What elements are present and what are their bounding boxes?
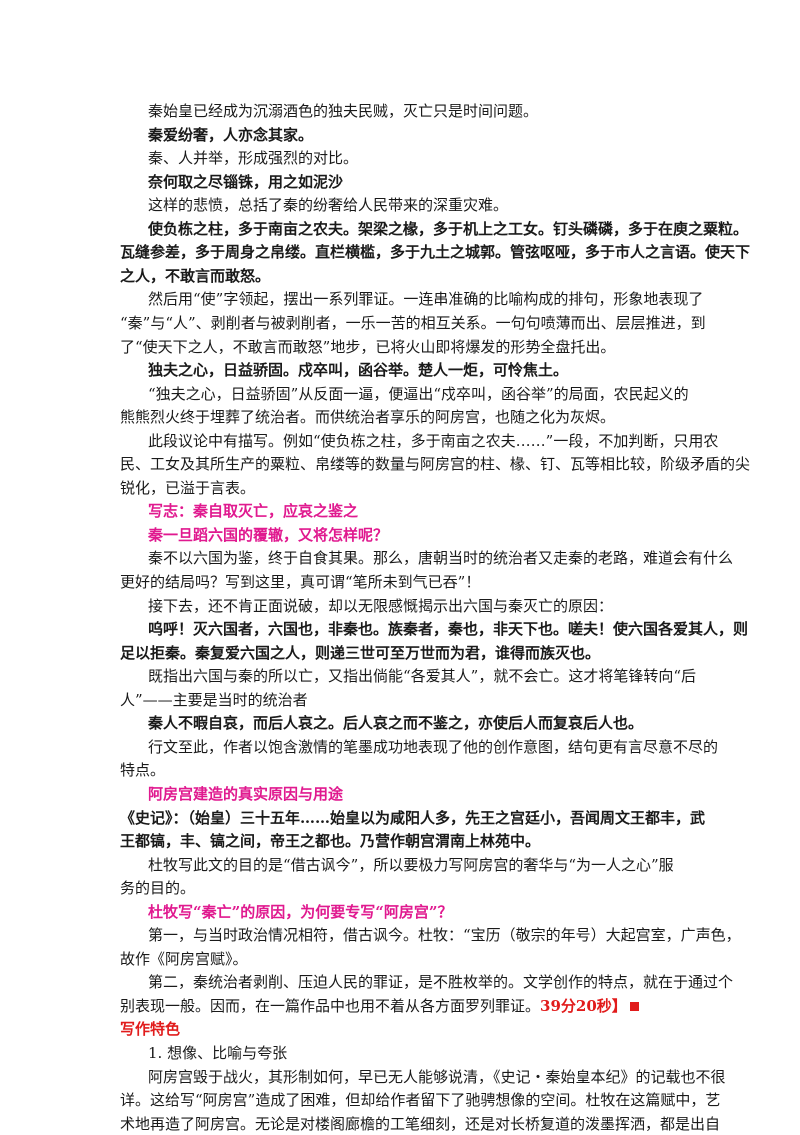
text-line: 既指出六国与秦的所以亡，又指出倘能“各爱其人”，就不会亡。这才将笔锋转向“后 <box>148 665 696 687</box>
line-text: 呜呼！灭六国者，六国也，非秦也。族秦者，秦也，非天下也。嗟夫！使六国各爱其人，则 <box>148 620 749 639</box>
line-text: 人”——主要是当时的统治者 <box>120 690 308 709</box>
line-text: 秦始皇已经成为沉溺酒色的独夫民贼，灭亡只是时间问题。 <box>148 102 539 120</box>
line-text: 使负栋之柱，多于南亩之农夫。架梁之椽，多于机上之工女。钉头磷磷，多于在庾之粟粒。 <box>148 219 749 238</box>
text-line: 术地再造了阿房宫。无论是对楼阁廊檐的工笔细刻，还是对长桥复道的泼墨挥洒，都是出自 <box>120 1113 720 1135</box>
text-line: 更好的结局吗？写到这里，真可谓“笔所未到气已吞”！ <box>120 571 690 593</box>
text-line: 接下去，还不肯正面说破，却以无限感慨揭示出六国与秦灭亡的原因： <box>148 595 690 617</box>
section-heading: 写作特色 <box>120 1018 690 1040</box>
line-text: 之人，不敢言而敢怒。 <box>120 266 271 285</box>
text-line: 秦、人并举，形成强烈的对比。 <box>148 147 690 169</box>
text-line: 秦始皇已经成为沉溺酒色的独夫民贼，灭亡只是时间问题。 <box>148 100 690 122</box>
line-text: “秦”与“人”、剥削者与被剥削者，一乐一苦的相互关系。一句句喷薄而出、层层推进，… <box>120 313 706 332</box>
line-text: 然后用“使”字领起，摆出一系列罪证。一连串准确的比喻构成的排句，形象地表现了 <box>148 290 704 309</box>
text-line: 人”——主要是当时的统治者 <box>120 689 690 711</box>
text-line: 呜呼！灭六国者，六国也，非秦也。族秦者，秦也，非天下也。嗟夫！使六国各爱其人，则 <box>148 618 748 640</box>
line-text: “独夫之心，日益骄固”从反面一逼，便逼出“戍卒叫，函谷举”的局面，农民起义的 <box>148 384 689 403</box>
line-text: 阿房宫建造的真实原因与用途 <box>148 784 344 803</box>
text-line: 奈何取之尽锱铢，用之如泥沙 <box>148 171 690 193</box>
line-text: 足以拒秦。秦复爱六国之人，则递三世可至万世而为君，谁得而族灭也。 <box>120 643 601 662</box>
text-line: 了“使天下之人，不敢言而敢怒”地步，已将火山即将爆发的形势全盘托出。 <box>120 336 690 358</box>
red-square-icon <box>629 1001 639 1011</box>
line-text: 锐化，已溢于言表。 <box>120 478 256 497</box>
section-heading: 阿房宫建造的真实原因与用途 <box>148 783 690 805</box>
line-text: 1. 想像、比喻与夸张 <box>148 1044 288 1062</box>
line-text: 这样的悲愤，总括了秦的纷奢给人民带来的深重灾难。 <box>148 196 509 215</box>
text-line: 秦人不暇自哀，而后人哀之。后人哀之而不鉴之，亦使后人而复哀后人也。 <box>148 712 690 734</box>
line-text: 了“使天下之人，不敢言而敢怒”地步，已将火山即将爆发的形势全盘托出。 <box>120 337 616 356</box>
line-text: 术地再造了阿房宫。无论是对楼阁廊檐的工笔细刻，还是对长桥复道的泼墨挥洒，都是出自 <box>120 1114 721 1133</box>
text-line: 独夫之心，日益骄固。戍卒叫，函谷举。楚人一炬，可怜焦土。 <box>148 359 690 381</box>
section-heading: 写志：秦自取灭亡，应哀之鉴之 <box>148 500 690 522</box>
line-text: 杜牧写“秦亡”的原因，为何要专写“阿房宫”？ <box>148 902 453 921</box>
text-line: 之人，不敢言而敢怒。 <box>120 265 690 287</box>
text-line: 详。这给写“阿房宫”造成了困难，但却给作者留下了驰骋想像的空间。杜牧在这篇赋中，… <box>120 1089 720 1111</box>
timestamp-marker: 39分20秒】 <box>540 996 627 1015</box>
line-text: 独夫之心，日益骄固。戍卒叫，函谷举。楚人一炬，可怜焦土。 <box>148 361 569 380</box>
text-line: 瓦缝参差，多于周身之帛缕。直栏横槛，多于九土之城郭。管弦呕哑，多于市人之言语。使… <box>120 241 750 263</box>
section-heading: 杜牧写“秦亡”的原因，为何要专写“阿房宫”？ <box>148 901 690 923</box>
text-line: 民、工女及其所生产的粟粒、帛缕等的数量与阿房宫的柱、椽、钉、瓦等相比较，阶级矛盾… <box>120 453 750 475</box>
line-text: 写志：秦自取灭亡，应哀之鉴之 <box>148 502 359 521</box>
text-line: 此段议论中有描写。例如“使负栋之柱，多于南亩之农夫……”一段，不加判断，只用农 <box>148 430 718 452</box>
text-line: 特点。 <box>120 759 690 781</box>
text-line: 秦不以六国为鉴，终于自食其果。那么，唐朝当时的统治者又走秦的老路，难道会有什么 <box>148 547 733 569</box>
line-text: 民、工女及其所生产的粟粒、帛缕等的数量与阿房宫的柱、椽、钉、瓦等相比较，阶级矛盾… <box>120 455 751 474</box>
text-line: 别表现一般。因而，在一篇作品中也用不着从各方面罗列罪证。39分20秒】 <box>120 995 690 1017</box>
line-text: 接下去，还不肯正面说破，却以无限感慨揭示出六国与秦灭亡的原因： <box>148 596 614 615</box>
line-text: 《史记》：（始皇）三十五年……始皇以为咸阳人多，先王之宫廷小，吾闻周文王都丰，武 <box>120 808 706 827</box>
text-line: 锐化，已溢于言表。 <box>120 477 690 499</box>
line-text: 特点。 <box>120 761 166 780</box>
line-text: 杜牧写此文的目的是“借古讽今”，所以要极力写阿房宫的奢华与“为一人之心”服 <box>148 855 674 874</box>
line-text: 秦一旦蹈六国的覆辙，又将怎样呢？ <box>148 525 389 544</box>
text-line: 故作《阿房宫赋》。 <box>120 948 690 970</box>
line-text: 第一，与当时政治情况相符，借古讽今。杜牧：“宝历（敬宗的年号）大起宫室，广声色， <box>148 926 741 945</box>
line-text: 故作《阿房宫赋》。 <box>120 949 248 968</box>
line-text: 奈何取之尽锱铢，用之如泥沙 <box>148 172 344 191</box>
text-line: 务的目的。 <box>120 877 690 899</box>
text-line: 秦爱纷奢，人亦念其家。 <box>148 124 690 146</box>
line-text: 熊熊烈火终于埋葬了统治者。而供统治者享乐的阿房宫，也随之化为灰烬。 <box>120 408 616 427</box>
line-text: 阿房宫毁于战火，其形制如何，早已无人能够说清，《史记・秦始皇本纪》的记载也不很 <box>148 1067 726 1086</box>
line-text: 第二，秦统治者剥削、压迫人民的罪证，是不胜枚举的。文学创作的特点，就在于通过个 <box>148 973 734 992</box>
text-line: 这样的悲愤，总括了秦的纷奢给人民带来的深重灾难。 <box>148 194 690 216</box>
text-line: 王都镐，丰、镐之间，帝王之都也。乃营作朝宫渭南上林苑中。 <box>120 830 690 852</box>
line-text: 写作特色 <box>120 1020 181 1039</box>
line-text: 既指出六国与秦的所以亡，又指出倘能“各爱其人”，就不会亡。这才将笔锋转向“后 <box>148 667 697 686</box>
section-heading: 秦一旦蹈六国的覆辙，又将怎样呢？ <box>148 524 690 546</box>
line-text: 秦不以六国为鉴，终于自食其果。那么，唐朝当时的统治者又走秦的老路，难道会有什么 <box>148 549 734 568</box>
line-text: 瓦缝参差，多于周身之帛缕。直栏横槛，多于九土之城郭。管弦呕哑，多于市人之言语。使… <box>120 243 751 262</box>
line-text: 更好的结局吗？写到这里，真可谓“笔所未到气已吞”！ <box>120 573 481 591</box>
text-line: 杜牧写此文的目的是“借古讽今”，所以要极力写阿房宫的奢华与“为一人之心”服 <box>148 854 690 876</box>
line-text: 此段议论中有描写。例如“使负栋之柱，多于南亩之农夫……”一段，不加判断，只用农 <box>148 431 719 450</box>
text-line: 1. 想像、比喻与夸张 <box>148 1042 690 1064</box>
text-line: 熊熊烈火终于埋葬了统治者。而供统治者享乐的阿房宫，也随之化为灰烬。 <box>120 406 690 428</box>
line-text: 务的目的。 <box>120 879 196 898</box>
text-line: 第一，与当时政治情况相符，借古讽今。杜牧：“宝历（敬宗的年号）大起宫室，广声色， <box>148 924 741 946</box>
line-text: 秦、人并举，形成强烈的对比。 <box>148 149 359 168</box>
line-text: 详。这给写“阿房宫”造成了困难，但却给作者留下了驰骋想像的空间。杜牧在这篇赋中，… <box>120 1091 721 1110</box>
text-line: “独夫之心，日益骄固”从反面一逼，便逼出“戍卒叫，函谷举”的局面，农民起义的 <box>148 383 690 405</box>
text-line: 行文至此，作者以饱含激情的笔墨成功地表现了他的创作意图，结句更有言尽意不尽的 <box>148 736 718 758</box>
line-text: 王都镐，丰、镐之间，帝王之都也。乃营作朝宫渭南上林苑中。 <box>120 832 541 851</box>
line-text: 行文至此，作者以饱含激情的笔墨成功地表现了他的创作意图，结句更有言尽意不尽的 <box>148 737 719 756</box>
text-line: 阿房宫毁于战火，其形制如何，早已无人能够说清，《史记・秦始皇本纪》的记载也不很 <box>148 1066 726 1088</box>
line-text: 秦人不暇自哀，而后人哀之。后人哀之而不鉴之，亦使后人而复哀后人也。 <box>148 714 644 733</box>
text-line: 然后用“使”字领起，摆出一系列罪证。一连串准确的比喻构成的排句，形象地表现了 <box>148 288 703 310</box>
text-line: 第二，秦统治者剥削、压迫人民的罪证，是不胜枚举的。文学创作的特点，就在于通过个 <box>148 971 733 993</box>
text-line: 使负栋之柱，多于南亩之农夫。架梁之椽，多于机上之工女。钉头磷磷，多于在庾之粟粒。 <box>148 218 748 240</box>
text-line: “秦”与“人”、剥削者与被剥削者，一乐一苦的相互关系。一句句喷薄而出、层层推进，… <box>120 312 706 334</box>
line-text: 秦爱纷奢，人亦念其家。 <box>148 125 314 144</box>
text-line: 足以拒秦。秦复爱六国之人，则递三世可至万世而为君，谁得而族灭也。 <box>120 642 690 664</box>
text-line: 《史记》：（始皇）三十五年……始皇以为咸阳人多，先王之宫廷小，吾闻周文王都丰，武 <box>120 807 705 829</box>
line-text: 别表现一般。因而，在一篇作品中也用不着从各方面罗列罪证。 <box>120 996 541 1015</box>
